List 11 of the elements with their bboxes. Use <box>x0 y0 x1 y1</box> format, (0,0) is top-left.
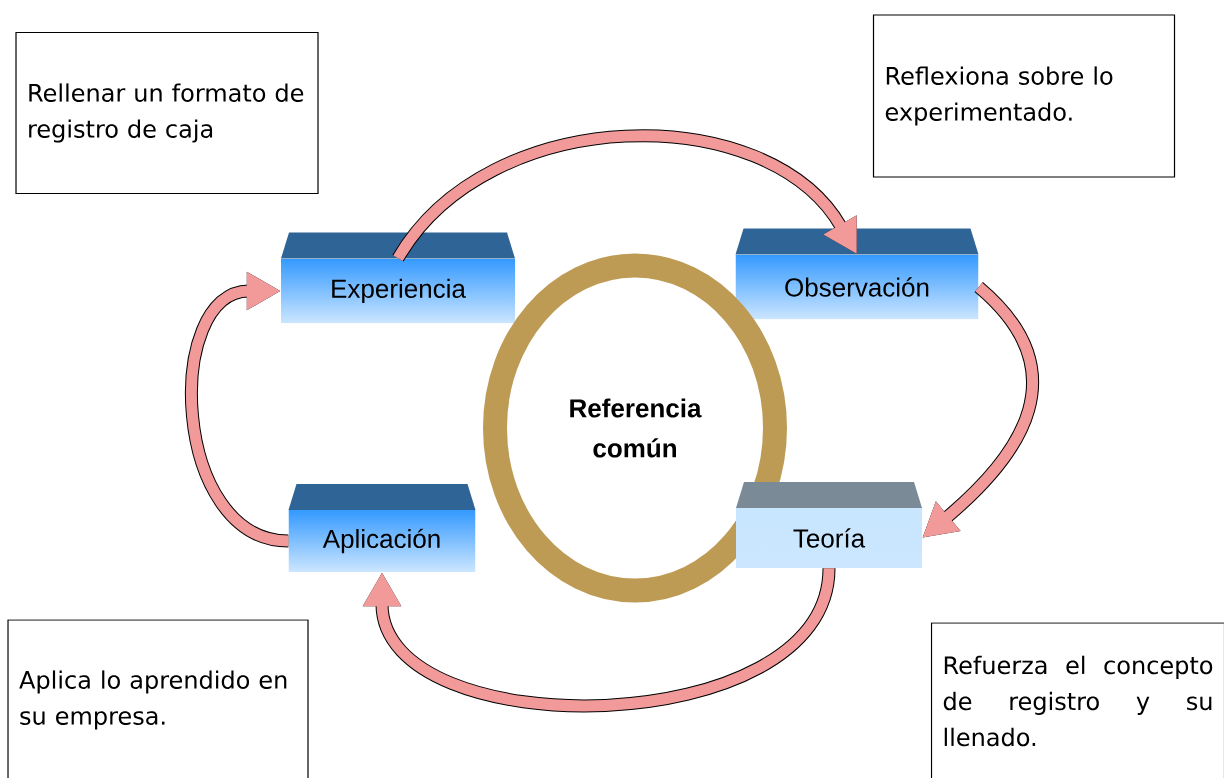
process-box: Aplicación <box>288 484 476 572</box>
note-box: Aplica lo aprendido en su empresa. <box>7 619 309 778</box>
process-box: Observación <box>735 228 979 320</box>
process-box: Teoría <box>736 482 922 568</box>
process-box: Experiencia <box>281 232 515 324</box>
note-box: Refuerza el concepto de registro y su llenado. <box>930 622 1224 778</box>
curved-arrow <box>185 271 290 548</box>
note-box: Rellenar un formato de registro de caja <box>15 31 319 195</box>
note-box: Reflexiona sobre lo experimentado. <box>872 14 1176 178</box>
curved-arrow <box>362 566 836 712</box>
curved-arrow <box>392 129 857 263</box>
